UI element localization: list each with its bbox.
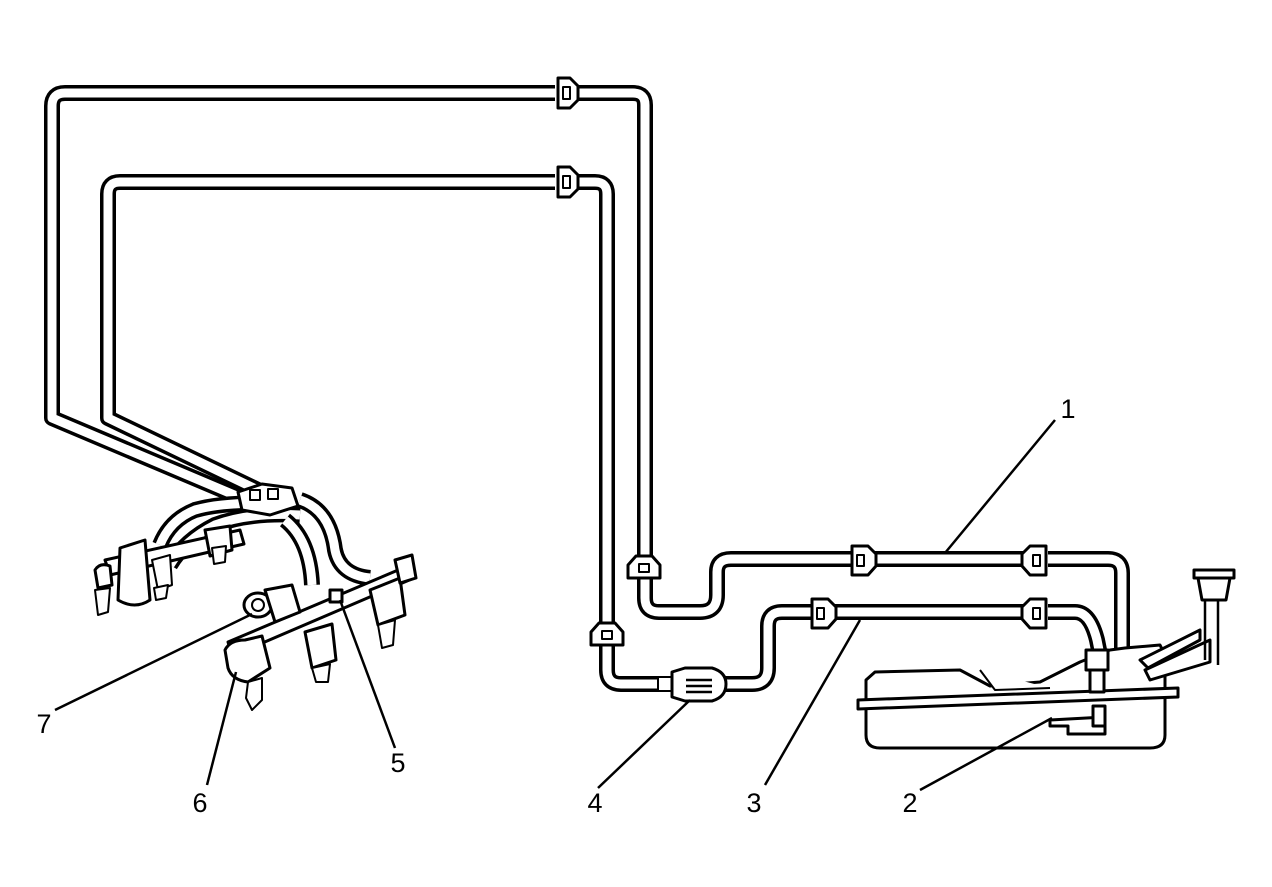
- fuel-filter: [657, 666, 728, 703]
- fuel-rail-assembly: [93, 482, 418, 711]
- clip-right-1b: [1020, 544, 1048, 577]
- callout-4: 4: [587, 788, 602, 818]
- callout-7: 7: [36, 709, 51, 739]
- clip-right-1a: [850, 544, 878, 577]
- clip-top-outer: [556, 76, 580, 110]
- clip-vertical-outer: [626, 554, 662, 580]
- callout-6: 6: [192, 788, 207, 818]
- callout-1: 1: [1060, 394, 1075, 424]
- leader-lines: [54, 419, 1056, 792]
- callout-3: 3: [746, 788, 761, 818]
- clip-right-3a: [810, 597, 838, 630]
- outer-fuel-line: [44, 85, 1130, 680]
- callout-2: 2: [902, 788, 917, 818]
- clip-vertical-inner: [589, 621, 625, 647]
- clip-top-inner: [556, 165, 580, 199]
- clip-right-3b: [1020, 597, 1048, 630]
- line-clips: [556, 76, 1048, 647]
- fuel-tank-assembly: [856, 568, 1236, 750]
- callout-5: 5: [390, 748, 405, 778]
- inner-fuel-line: [100, 174, 1108, 692]
